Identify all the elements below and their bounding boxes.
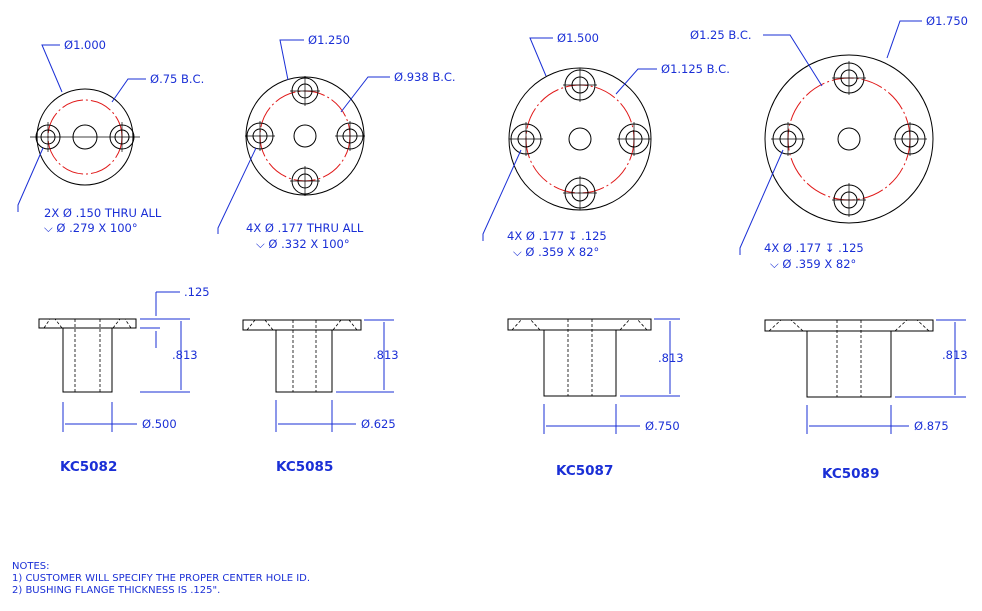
svg-text:Ø.500: Ø.500 xyxy=(142,417,177,431)
note-2: 2) BUSHING FLANGE THICKNESS IS .125". xyxy=(12,585,220,596)
kc5089-side-dims: .813 Ø.875 xyxy=(806,319,968,434)
svg-text:Ø.75 B.C.: Ø.75 B.C. xyxy=(150,72,204,86)
svg-text:.813: .813 xyxy=(172,348,198,362)
svg-text:Ø1.25 B.C.: Ø1.25 B.C. xyxy=(690,28,752,42)
kc5085-side-dims: .813 Ø.625 xyxy=(275,319,399,432)
part-number-kc5085: KC5085 xyxy=(276,459,333,475)
kc5087-side-view xyxy=(507,318,652,397)
kc5089-side-view xyxy=(764,319,934,398)
svg-text:⌵ Ø .359 X 82°: ⌵ Ø .359 X 82° xyxy=(513,245,599,259)
notes-heading: NOTES: xyxy=(12,561,50,572)
svg-text:Ø.875: Ø.875 xyxy=(914,419,949,433)
svg-text:Ø1.500: Ø1.500 xyxy=(557,31,599,45)
kc5082-top-view xyxy=(30,88,140,186)
svg-text:4X Ø .177 THRU ALL: 4X Ø .177 THRU ALL xyxy=(246,221,364,235)
note-1: 1) CUSTOMER WILL SPECIFY THE PROPER CENT… xyxy=(12,573,310,584)
svg-text:2X Ø .150 THRU ALL: 2X Ø .150 THRU ALL xyxy=(44,206,162,220)
kc5082-top-dims: Ø1.000 Ø.75 B.C. 2X Ø .150 THRU ALL ⌵ Ø … xyxy=(17,38,204,235)
svg-text:Ø1.000: Ø1.000 xyxy=(64,38,106,52)
svg-text:4X Ø .177 ↧ .125: 4X Ø .177 ↧ .125 xyxy=(507,229,607,243)
shank-outline xyxy=(62,327,113,393)
svg-text:Ø.938 B.C.: Ø.938 B.C. xyxy=(394,70,456,84)
svg-text:.813: .813 xyxy=(658,351,684,365)
svg-text:⌵ Ø .279 X 100°: ⌵ Ø .279 X 100° xyxy=(44,221,138,235)
center-hole xyxy=(837,127,861,151)
svg-text:⌵ Ø .359 X 82°: ⌵ Ø .359 X 82° xyxy=(770,257,856,271)
part-number-kc5087: KC5087 xyxy=(556,463,613,479)
kc5085-side-view xyxy=(242,319,362,393)
part-number-kc5082: KC5082 xyxy=(60,459,117,475)
svg-text:.125: .125 xyxy=(184,285,210,299)
svg-text:Ø1.125 B.C.: Ø1.125 B.C. xyxy=(661,62,730,76)
kc5085-top-dims: Ø1.250 Ø.938 B.C. 4X Ø .177 THRU ALL ⌵ Ø… xyxy=(217,33,456,251)
kc5087-top-dims: Ø1.500 Ø1.125 B.C. 4X Ø .177 ↧ .125 ⌵ Ø … xyxy=(482,31,730,259)
bolt-circle xyxy=(787,77,911,201)
svg-text:Ø1.750: Ø1.750 xyxy=(926,14,968,28)
center-hole xyxy=(568,127,592,151)
kc5085-top-view xyxy=(245,76,365,196)
svg-text:.813: .813 xyxy=(373,348,399,362)
kc5089-top-dims: Ø1.25 B.C. Ø1.750 4X Ø .177 ↧ .125 ⌵ Ø .… xyxy=(690,14,968,271)
svg-text:4X Ø .177 ↧ .125: 4X Ø .177 ↧ .125 xyxy=(764,241,864,255)
kc5082-side-view xyxy=(38,318,137,393)
center-hole xyxy=(293,124,317,148)
kc5089-top-view xyxy=(764,54,934,224)
svg-text:Ø.750: Ø.750 xyxy=(645,419,680,433)
svg-text:⌵ Ø .332 X 100°: ⌵ Ø .332 X 100° xyxy=(256,237,350,251)
notes-block: NOTES: 1) CUSTOMER WILL SPECIFY THE PROP… xyxy=(12,561,310,596)
kc5087-side-dims: .813 Ø.750 xyxy=(543,318,684,434)
part-number-kc5089: KC5089 xyxy=(822,466,879,482)
svg-text:.813: .813 xyxy=(942,348,968,362)
svg-text:Ø1.250: Ø1.250 xyxy=(308,33,350,47)
flange-outline xyxy=(764,54,934,224)
kc5087-top-view xyxy=(508,67,652,211)
svg-text:Ø.625: Ø.625 xyxy=(361,417,396,431)
kc5082-side-dims: .125 .813 Ø.500 xyxy=(62,285,210,432)
flange-outline xyxy=(38,318,137,329)
